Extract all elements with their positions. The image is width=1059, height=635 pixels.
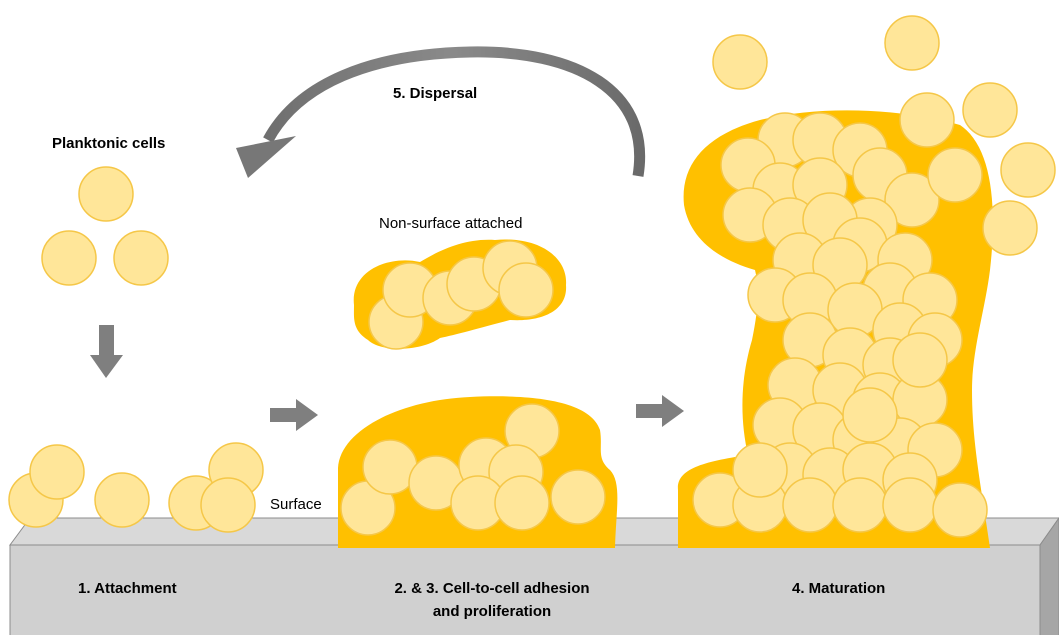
- mature-cell: [833, 478, 887, 532]
- non-surface-attached-label: Non-surface attached: [379, 215, 522, 232]
- surface-label: Surface: [270, 496, 322, 513]
- planktonic-cell: [114, 231, 168, 285]
- released-cell: [983, 201, 1037, 255]
- released-cell: [928, 148, 982, 202]
- attached-cell: [95, 473, 149, 527]
- stage23-label-line2: and proliferation: [433, 603, 551, 620]
- stage1-label: 1. Attachment: [78, 580, 177, 597]
- released-cell: [900, 93, 954, 147]
- planktonic-cells-label: Planktonic cells: [52, 135, 165, 152]
- planktonic-cell: [42, 231, 96, 285]
- released-cell: [885, 16, 939, 70]
- right-arrow-2: [636, 395, 684, 427]
- dispersal-arrow: [236, 52, 640, 178]
- mature-cell: [883, 478, 937, 532]
- cells-layer: [9, 16, 1055, 537]
- planktonic-cell: [79, 167, 133, 221]
- mature-cell: [933, 483, 987, 537]
- dispersal-arrow-head: [236, 136, 296, 178]
- mature-cell: [783, 478, 837, 532]
- surface-cluster-cell: [551, 470, 605, 524]
- attached-cell: [201, 478, 255, 532]
- mature-cell: [893, 333, 947, 387]
- down-arrow: [90, 325, 123, 378]
- surface-cluster-cell: [495, 476, 549, 530]
- mature-cell: [843, 388, 897, 442]
- released-cell: [1001, 143, 1055, 197]
- dispersal-label: 5. Dispersal: [393, 85, 477, 102]
- released-cell: [963, 83, 1017, 137]
- stage23-label-line1: 2. & 3. Cell-to-cell adhesion: [394, 580, 589, 597]
- stage4-label: 4. Maturation: [792, 580, 885, 597]
- released-cell: [713, 35, 767, 89]
- right-arrow-1: [270, 399, 318, 431]
- dispersal-arrow-arc: [268, 52, 640, 176]
- mature-cell: [733, 443, 787, 497]
- floating-cluster-cell: [499, 263, 553, 317]
- attached-cell: [30, 445, 84, 499]
